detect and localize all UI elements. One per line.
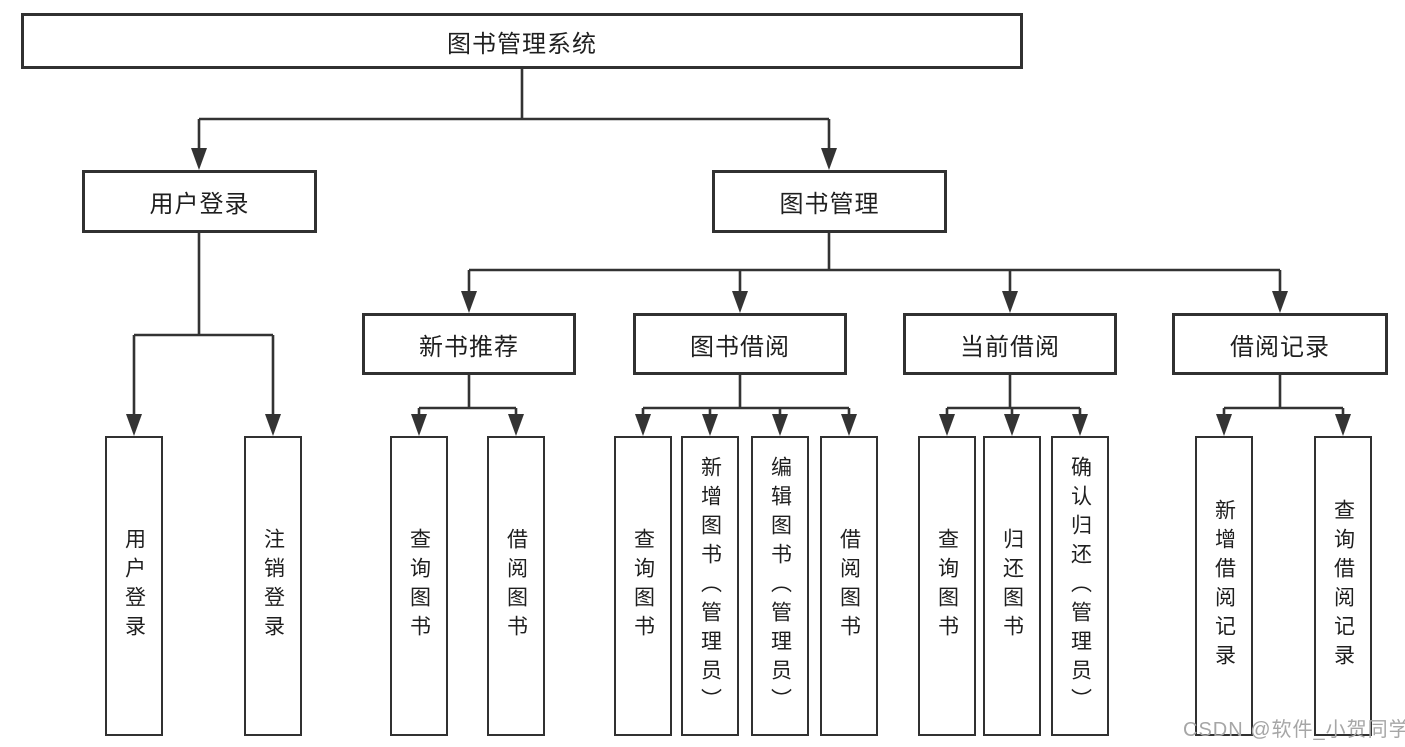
arrowhead	[265, 414, 281, 436]
arrowhead	[191, 148, 207, 170]
arrowhead	[1002, 291, 1018, 313]
leaf-add-book-admin: 新增图书（管理员）	[681, 436, 739, 736]
arrowhead	[1004, 414, 1020, 436]
connector-book-borrowing-to-leaves	[635, 375, 857, 436]
arrowhead	[1272, 291, 1288, 313]
leaf-query-books-borrowing: 查询图书	[614, 436, 672, 736]
arrowhead	[702, 414, 718, 436]
node-current-borrowing: 当前借阅	[903, 313, 1117, 375]
leaf-query-books-recommend: 查询图书	[390, 436, 448, 736]
node-library-system: 图书管理系统	[21, 13, 1023, 69]
leaf-edit-book-admin: 编辑图书（管理员）	[751, 436, 809, 736]
arrowhead	[126, 414, 142, 436]
arrowhead	[1216, 414, 1232, 436]
arrowhead	[411, 414, 427, 436]
arrowhead	[772, 414, 788, 436]
node-book-borrowing: 图书借阅	[633, 313, 847, 375]
leaf-confirm-return-admin: 确认归还（管理员）	[1051, 436, 1109, 736]
arrowhead	[1335, 414, 1351, 436]
arrowhead	[841, 414, 857, 436]
connector-book-management-to-level3	[461, 233, 1288, 313]
arrowhead	[732, 291, 748, 313]
arrowhead	[939, 414, 955, 436]
leaf-query-borrow-record: 查询借阅记录	[1314, 436, 1372, 736]
arrowhead	[1072, 414, 1088, 436]
connector-root-to-level2	[191, 69, 837, 170]
connector-user-login-to-leaves	[126, 233, 281, 436]
leaf-borrow-books-recommend: 借阅图书	[487, 436, 545, 736]
leaf-borrow-books-borrowing: 借阅图书	[820, 436, 878, 736]
node-book-management: 图书管理	[712, 170, 947, 233]
node-new-book-recommendation: 新书推荐	[362, 313, 576, 375]
node-borrow-records: 借阅记录	[1172, 313, 1388, 375]
connector-new-book-to-leaves	[411, 375, 524, 436]
arrowhead	[461, 291, 477, 313]
leaf-logout: 注销登录	[244, 436, 302, 736]
leaf-return-books: 归还图书	[983, 436, 1041, 736]
arrowhead	[635, 414, 651, 436]
leaf-query-books-current: 查询图书	[918, 436, 976, 736]
arrowhead	[821, 148, 837, 170]
arrowhead	[508, 414, 524, 436]
leaf-user-login: 用户登录	[105, 436, 163, 736]
csdn-watermark: CSDN @软件_小贺同学	[1183, 719, 1405, 741]
connector-current-borrowing-to-leaves	[939, 375, 1088, 436]
connector-borrow-records-to-leaves	[1216, 375, 1351, 436]
leaf-add-borrow-record: 新增借阅记录	[1195, 436, 1253, 736]
node-user-login: 用户登录	[82, 170, 317, 233]
